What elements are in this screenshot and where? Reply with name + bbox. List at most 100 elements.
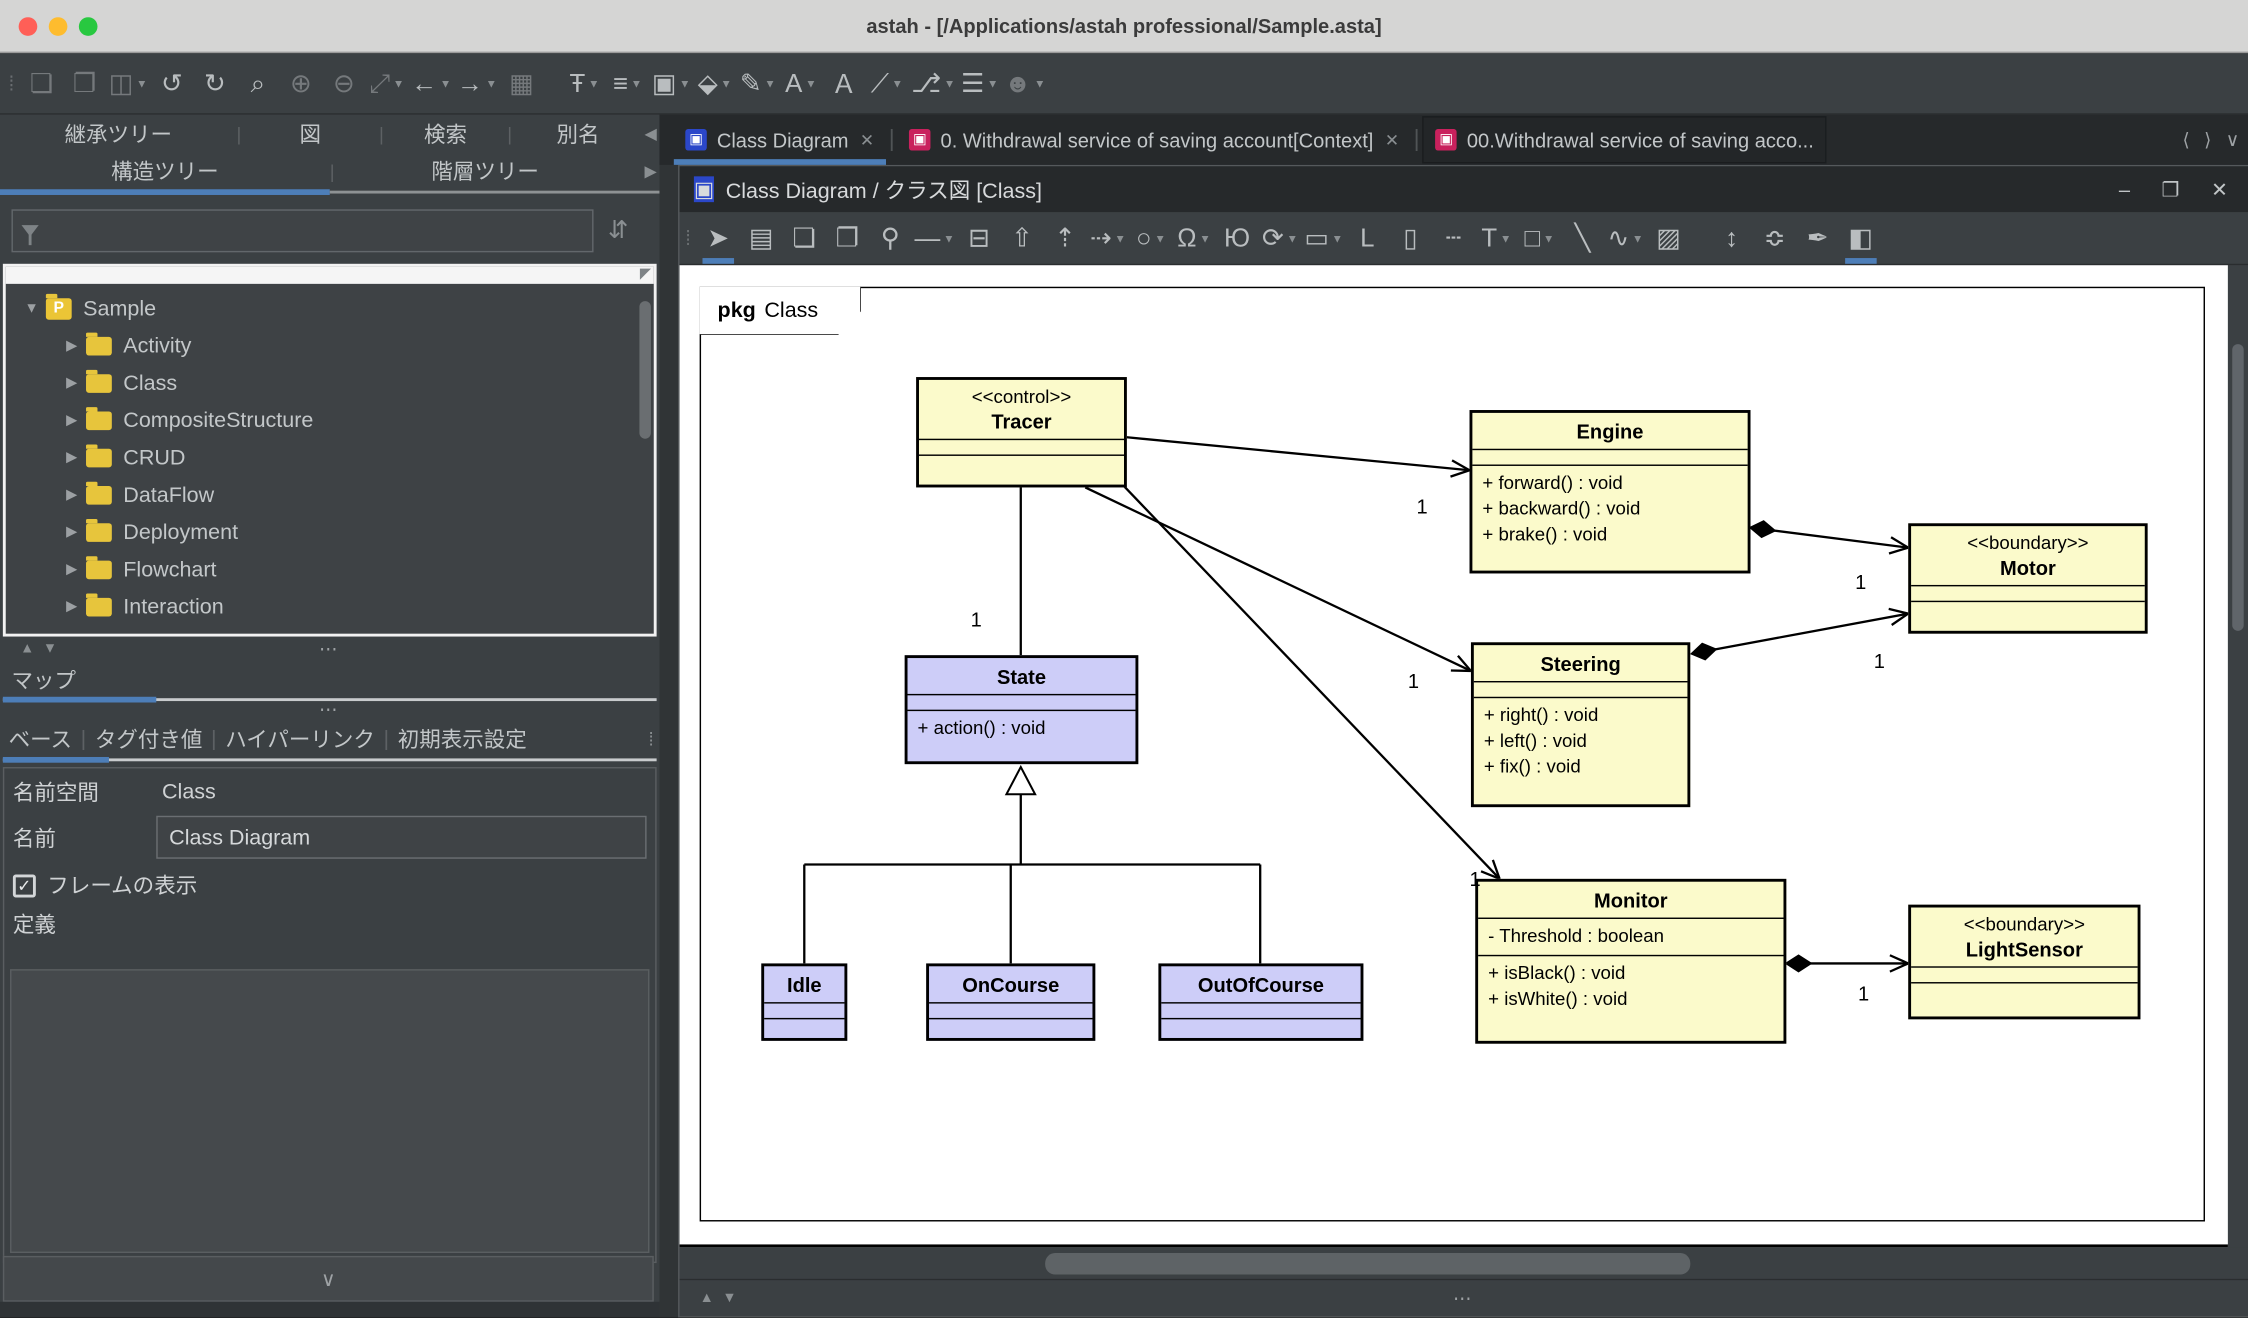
forward-button-dropdown-icon[interactable]: ▼ bbox=[486, 77, 497, 90]
text-tool-dropdown-icon[interactable]: ▼ bbox=[1500, 232, 1511, 245]
expand-icon[interactable]: ▶ bbox=[57, 524, 86, 540]
class-tracer[interactable]: <<control>>Tracer bbox=[916, 377, 1127, 487]
fit-window-button[interactable]: ⤢▼ bbox=[368, 62, 405, 105]
instance-tool[interactable]: ○▼ bbox=[1132, 216, 1169, 259]
tree-filter-field[interactable] bbox=[47, 218, 583, 244]
save-project-button-dropdown-icon[interactable]: ▼ bbox=[136, 77, 147, 90]
self-link-tool-dropdown-icon[interactable]: ▼ bbox=[1287, 232, 1298, 245]
expand-icon[interactable]: ▶ bbox=[57, 338, 86, 354]
class-steering[interactable]: Steering+ right() : void+ left() : void+… bbox=[1471, 642, 1690, 807]
tree-item-class[interactable]: ▶Class bbox=[6, 364, 654, 401]
note-anchor-tool[interactable]: ⚲ bbox=[872, 216, 909, 259]
alignment-button[interactable]: ≡▼ bbox=[609, 62, 646, 105]
tab-next-icon[interactable]: ⟩ bbox=[2204, 128, 2211, 151]
rect-tool-dropdown-icon[interactable]: ▼ bbox=[1543, 232, 1554, 245]
tab-initial-display[interactable]: 初期表示設定 bbox=[398, 723, 527, 753]
expand-icon[interactable]: ▶ bbox=[57, 412, 86, 428]
class-lightsensor[interactable]: <<boundary>>LightSensor bbox=[1908, 905, 2140, 1020]
forward-button[interactable]: →▼ bbox=[457, 62, 497, 105]
save-project-button[interactable]: ◫▼ bbox=[109, 62, 148, 105]
emoticon-button[interactable]: ☻▼ bbox=[1004, 62, 1045, 105]
tree-item-dataflow[interactable]: ▶DataFlow bbox=[6, 476, 654, 513]
class-idle[interactable]: Idle bbox=[761, 963, 847, 1040]
map-prop-splitter[interactable]: ⋯ bbox=[0, 701, 659, 718]
tree-item-interaction[interactable]: ▶Interaction bbox=[6, 588, 654, 625]
select-tool[interactable]: ➤ bbox=[699, 216, 736, 259]
edit-canvas-tool[interactable]: ◧ bbox=[1842, 216, 1879, 259]
zoom-in-button[interactable]: ⊕ bbox=[282, 62, 319, 105]
frame-visible-checkbox[interactable]: ✓ bbox=[13, 874, 36, 897]
curve-tool-dropdown-icon[interactable]: ▼ bbox=[1632, 232, 1643, 245]
map-tab[interactable]: マップ bbox=[0, 661, 659, 698]
redo-button[interactable]: ↻ bbox=[196, 62, 233, 105]
tree-map-splitter[interactable]: ⋯ ▲▼ bbox=[0, 637, 659, 661]
tab-hyperlink[interactable]: ハイパーリンク bbox=[225, 723, 375, 753]
instance-tool-dropdown-icon[interactable]: ▼ bbox=[1155, 232, 1166, 245]
line-color-button[interactable]: ✎▼ bbox=[739, 62, 776, 105]
text-file-tool[interactable]: ▯ bbox=[1392, 216, 1429, 259]
class-outofcourse[interactable]: OutOfCourse bbox=[1158, 963, 1363, 1040]
new-project-button[interactable]: ❏ bbox=[23, 62, 60, 105]
class-tool[interactable]: ▤ bbox=[742, 216, 779, 259]
vertical-text-button[interactable]: Ŧ▼ bbox=[566, 62, 603, 105]
toolbar-drag-handle[interactable]: ⁞ bbox=[685, 227, 691, 250]
realization-tool[interactable]: ⇡ bbox=[1046, 216, 1083, 259]
dependency-tool-dropdown-icon[interactable]: ▼ bbox=[1115, 232, 1126, 245]
tab-tagged-values[interactable]: タグ付き値 bbox=[95, 723, 203, 753]
tree-item-flowchart[interactable]: ▶Flowchart bbox=[6, 551, 654, 588]
tree-item-activity[interactable]: ▶Activity bbox=[6, 327, 654, 364]
class-engine[interactable]: Engine+ forward() : void+ backward() : v… bbox=[1470, 410, 1751, 573]
tree-item-sample[interactable]: ▼PSample bbox=[6, 290, 654, 327]
package-tool[interactable]: ❏ bbox=[785, 216, 822, 259]
line-color-button-dropdown-icon[interactable]: ▼ bbox=[764, 77, 775, 90]
alignment-button-dropdown-icon[interactable]: ▼ bbox=[631, 77, 642, 90]
vertical-text-button-dropdown-icon[interactable]: ▼ bbox=[588, 77, 599, 90]
definition-textarea[interactable] bbox=[10, 969, 649, 1253]
tree-filter-input[interactable] bbox=[11, 209, 593, 252]
dependency-tool[interactable]: ⇢▼ bbox=[1089, 216, 1126, 259]
font-color-button[interactable]: A▼ bbox=[782, 62, 819, 105]
undo-button[interactable]: ↺ bbox=[153, 62, 190, 105]
tab-hierarchy-tree[interactable]: 階層ツリー bbox=[335, 156, 636, 186]
tab-diagram[interactable]: 図 bbox=[241, 118, 379, 148]
dotted-line-tool[interactable]: ┄ bbox=[1435, 216, 1472, 259]
class-oncourse[interactable]: OnCourse bbox=[926, 963, 1095, 1040]
association-tool-dropdown-icon[interactable]: ▼ bbox=[943, 232, 954, 245]
fit-window-button-dropdown-icon[interactable]: ▼ bbox=[393, 77, 404, 90]
close-icon[interactable]: ✕ bbox=[2211, 177, 2228, 201]
interface-tool-dropdown-icon[interactable]: ▼ bbox=[1199, 232, 1210, 245]
tree-scrollbar-thumb[interactable] bbox=[639, 301, 650, 439]
name-field[interactable] bbox=[156, 816, 646, 859]
property-menu-icon[interactable]: ⁞ bbox=[649, 735, 654, 742]
copy-style-button[interactable]: ▣▼ bbox=[652, 62, 691, 105]
hierarchy-button[interactable]: ⎇▼ bbox=[911, 62, 955, 105]
minimize-icon[interactable]: – bbox=[2119, 178, 2130, 201]
line-style-button-dropdown-icon[interactable]: ▼ bbox=[892, 77, 903, 90]
tab-prev-icon[interactable]: ⟨ bbox=[2183, 128, 2190, 151]
copy-style-button-dropdown-icon[interactable]: ▼ bbox=[679, 77, 690, 90]
tab-alias[interactable]: 別名 bbox=[512, 118, 644, 148]
font-button[interactable]: Ａ bbox=[825, 62, 862, 105]
tree-item-compositestructure[interactable]: ▶CompositeStructure bbox=[6, 401, 654, 438]
tree-item-deployment[interactable]: ▶Deployment bbox=[6, 513, 654, 550]
rect-tool[interactable]: □▼ bbox=[1521, 216, 1558, 259]
usage-tool[interactable]: Ю bbox=[1218, 216, 1255, 259]
text-tool[interactable]: T▼ bbox=[1478, 216, 1515, 259]
image-tool[interactable]: ▨ bbox=[1650, 216, 1687, 259]
expand-icon[interactable]: ▶ bbox=[57, 375, 86, 391]
back-button[interactable]: ←▼ bbox=[411, 62, 451, 105]
tab-scroll-left-icon[interactable]: ◀ bbox=[644, 124, 656, 143]
class-state[interactable]: State+ action() : void bbox=[905, 655, 1139, 764]
generalization-tool[interactable]: ⇧ bbox=[1003, 216, 1040, 259]
vertical-space-tool[interactable]: ↕ bbox=[1713, 216, 1750, 259]
restore-icon[interactable]: ❐ bbox=[2162, 177, 2180, 201]
diagram-window-titlebar[interactable]: ▣ Class Diagram / クラス図 [Class] – ❐ ✕ bbox=[680, 166, 2248, 212]
fill-color-button-dropdown-icon[interactable]: ▼ bbox=[721, 77, 732, 90]
interface-tool[interactable]: Ω▼ bbox=[1175, 216, 1212, 259]
tree-collapse-icon[interactable]: ◤ bbox=[640, 268, 651, 282]
close-tab-icon[interactable]: ✕ bbox=[1385, 130, 1399, 150]
canvas-vertical-scrollbar[interactable] bbox=[2228, 265, 2248, 1247]
subsystem-tool[interactable]: ❐ bbox=[829, 216, 866, 259]
toolbar-drag-handle[interactable]: ⁞ bbox=[9, 72, 15, 95]
doc-tab-withdrawal-00[interactable]: ▣ 00.Withdrawal service of saving acco..… bbox=[1422, 116, 1826, 163]
